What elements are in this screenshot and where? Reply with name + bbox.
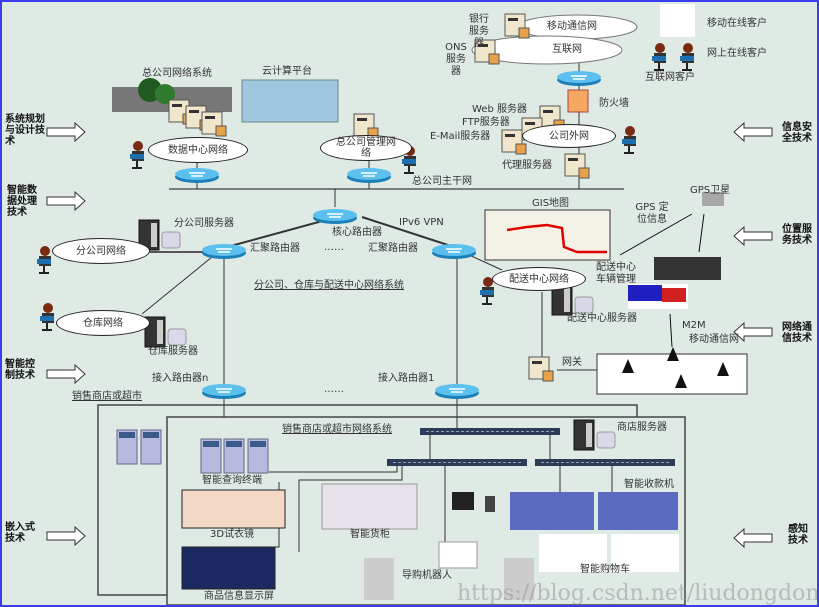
ellipsis: …… — [324, 242, 344, 253]
gis-map-label: GIS地图 — [532, 198, 570, 209]
smart-cart-label: 智能购物车 — [580, 564, 630, 575]
agg-router-left-label: 汇聚路由器 — [250, 243, 300, 254]
gateway-icon — [528, 356, 554, 382]
firewall-icon — [567, 89, 589, 113]
query-terminal-label: 智能查询终端 — [202, 475, 262, 486]
access-router-1-label: 接入路由器1 — [378, 373, 435, 384]
shopping-cart-image — [539, 534, 607, 572]
wifi-router-icon — [438, 541, 478, 569]
cashier-image — [510, 492, 594, 530]
tablet-icon — [452, 492, 474, 510]
agg-router-right-label: 汇聚路由器 — [368, 243, 418, 254]
tech-communication: 网络通信技术 — [782, 322, 812, 344]
vehicle-mgmt-label: 配送中心 车辆管理 — [596, 262, 636, 285]
smart-cabinet-image — [321, 483, 418, 530]
core-switch-icon — [419, 427, 561, 436]
technology-arrows — [46, 121, 773, 549]
m2m-label: M2M — [682, 320, 706, 331]
management-network: 总公司管理网络 — [320, 135, 412, 161]
watermark: https://blog.csdn.net/liudongdong19 — [457, 581, 819, 606]
store-title: 销售商店或超市 — [72, 391, 142, 402]
extranet: 公司外网 — [522, 124, 616, 148]
ftp-server-label: FTP服务器 — [462, 117, 510, 128]
mirror-3d-label: 3D试衣镜 — [210, 529, 255, 540]
tech-sensing: 感知技术 — [788, 524, 808, 546]
tech-location: 位置服务技术 — [782, 224, 812, 246]
mobile-network-label-2: 移动通信网 — [689, 334, 739, 345]
3d-mirror-image — [181, 489, 286, 529]
core-router-icon — [312, 208, 358, 225]
robot-icon — [364, 558, 394, 600]
access-ellipsis: …… — [324, 384, 344, 395]
core-router-label: 核心路由器 — [332, 227, 382, 238]
online-clients-label: 网上在线客户 — [707, 48, 767, 59]
smart-cabinet-label: 智能货柜 — [350, 529, 390, 540]
gps-info-label: GPS 定位信息 — [635, 202, 669, 225]
vpn-label: IPv6 VPN — [399, 217, 444, 228]
router-icon — [174, 167, 220, 184]
cloud-platform-image — [241, 79, 339, 123]
switch-icon — [534, 458, 676, 467]
tech-embedded: 嵌入式技术 — [5, 522, 35, 544]
proxy-server-label: 代理服务器 — [502, 160, 552, 171]
mobile-clients-label: 移动在线客户 — [707, 18, 767, 29]
store-server-label: 商店服务器 — [617, 422, 667, 433]
ons-server-label: ONS服务器 — [445, 42, 467, 77]
cashier-image — [598, 492, 678, 530]
router-icon — [346, 167, 392, 184]
warehouse-server-icon — [144, 316, 187, 348]
gateway-label: 网关 — [562, 357, 582, 368]
backbone-label: 总公司主干网 — [412, 176, 472, 187]
phone-icon — [485, 496, 495, 512]
warehouse-server-label: 仓库服务器 — [148, 346, 198, 357]
info-display-image — [181, 546, 276, 590]
aggregation-router-icon — [201, 243, 247, 260]
dc-server-label: 配送中心服务器 — [567, 313, 637, 324]
cloud-platform-label: 云计算平台 — [262, 66, 312, 77]
vehicle-navigation-image — [654, 257, 721, 280]
tech-planning: 系统规划与设计技术 — [5, 114, 45, 147]
mobile-clients-image — [660, 4, 695, 37]
info-display-label: 商品信息显示屏 — [204, 591, 274, 602]
dc-network: 配送中心网络 — [492, 267, 586, 291]
robot-icon — [504, 558, 534, 600]
store-system-title: 销售商店或超市网络系统 — [282, 424, 392, 435]
gps-satellite-label: GPS卫星 — [690, 185, 731, 196]
access-router-n-label: 接入路由器n — [152, 373, 209, 384]
internet-label: 互联网 — [552, 44, 582, 55]
branch-server-label: 分公司服务器 — [174, 218, 234, 229]
aggregation-router-icon — [431, 243, 477, 260]
warehouse-network: 仓库网络 — [56, 310, 150, 336]
web-server-label: Web 服务器 — [472, 104, 527, 115]
router-icon — [556, 70, 602, 87]
email-server-label: E-Mail服务器 — [430, 131, 491, 142]
gps-satellite-icon — [702, 192, 724, 206]
core-system-title: 分公司、仓库与配送中心网络系统 — [254, 280, 404, 291]
internet-clients-label: 互联网客户 — [645, 72, 695, 83]
tech-security: 信息安全技术 — [782, 122, 812, 144]
branch-network: 分公司网络 — [52, 238, 150, 264]
tech-data-processing: 智能数据处理技术 — [7, 185, 37, 218]
bank-server-label: 银行服务器 — [469, 14, 489, 49]
firewall-label: 防火墙 — [599, 98, 629, 109]
tech-control: 智能控制技术 — [5, 359, 35, 381]
hq-system-title: 总公司网络系统 — [142, 68, 212, 79]
mobile-network-label: 移动通信网 — [547, 21, 597, 32]
switch-icon — [386, 458, 528, 467]
shopping-cart-image — [611, 534, 679, 572]
guide-robot-label: 导购机器人 — [402, 570, 452, 581]
internet-cloud — [471, 35, 623, 65]
user-icon — [129, 140, 145, 169]
data-center-network: 数据中心网络 — [148, 137, 248, 163]
smart-cashier-label: 智能收款机 — [624, 479, 674, 490]
